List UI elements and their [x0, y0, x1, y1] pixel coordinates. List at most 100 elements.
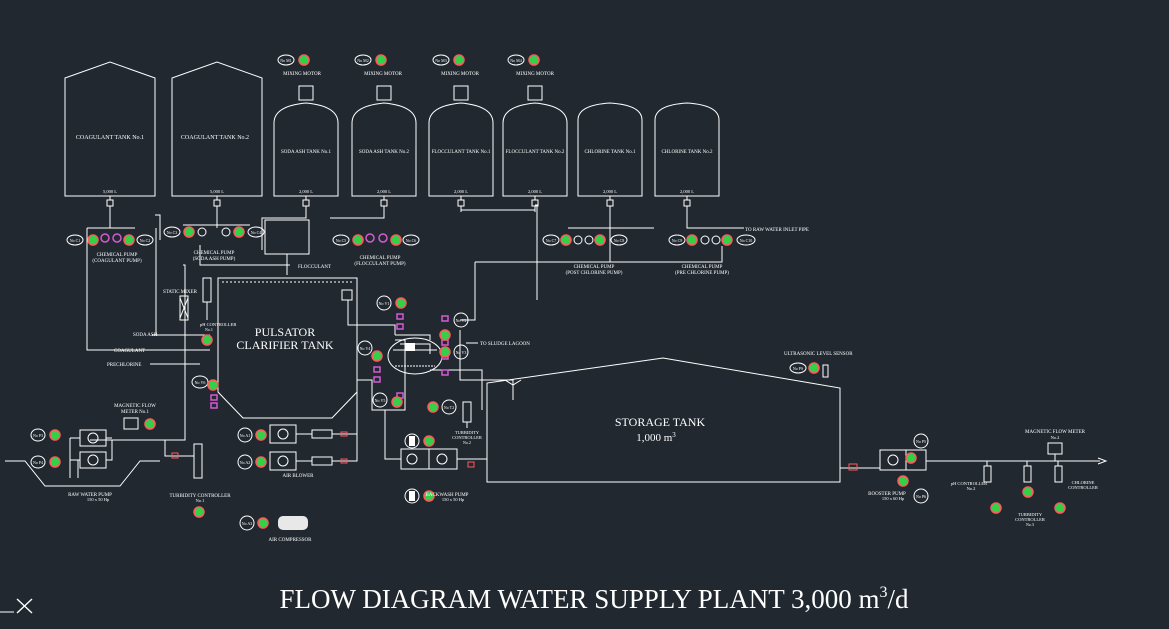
pre-pump-icon-b [711, 235, 721, 245]
flocculant-tank-2-capacity: 2,000 L [528, 189, 542, 195]
v3-status-icon [439, 346, 451, 358]
storage-tank: STORAGE TANK 1,000 m3 [486, 357, 841, 483]
chlorine-tank-2-capacity: 2,000 L [680, 189, 694, 195]
raw-water-pump: No P3 No P4 RAW WATER PUMP 150 x 50 Hp [5, 428, 160, 502]
motor-1-label: MIXING MOTOR [283, 72, 321, 77]
flocculant-tank-2-label: FLOCCULANT TANK No.2 [506, 150, 565, 155]
sensor-status-icon [808, 362, 820, 374]
valve-tags: No V1 No V2 No V3 No V4 No V5 No V6 [191, 295, 469, 408]
coag-pump-label-1: CHEMICAL PUMP [97, 253, 138, 258]
motor-2-tag: No M2 [357, 58, 368, 63]
air-blower: No A1 No A2 AIR BLOWER [237, 380, 358, 479]
chlorine-tank-2-label: CHLORINE TANK No.2 [661, 150, 713, 155]
floc-pump-status-icon-b [390, 234, 402, 246]
pre-pump-icon-a [700, 235, 710, 245]
ph-2-label-a: pH CONTROLLER [951, 481, 987, 486]
a3-tag: No A3 [242, 521, 253, 526]
turb-1-no: No.1 [196, 498, 205, 503]
a1-tag: No A1 [240, 433, 251, 438]
motor-3-tag: No M3 [435, 58, 446, 63]
turb-3-label-b: CONTROLLER [1015, 517, 1045, 522]
v3-tag: No V3 [456, 350, 467, 355]
chlorine-tank-1-capacity: 2,000 L [603, 189, 617, 195]
output-line: pH CONTROLLER No.2 TURBIDITY CONTROLLER … [926, 430, 1108, 527]
soda-ash-line-label: SODA ASH [133, 333, 158, 338]
mag-flow-1-label-b: METER No.1 [121, 410, 150, 415]
motor-2-status-icon [375, 54, 387, 66]
prechlorine-line-label: PRECHLORINE [107, 363, 141, 368]
p6-tag: No P6 [916, 494, 926, 499]
coag-pump-tag-b: No C2 [140, 238, 151, 243]
coag-valve-icon-a [100, 233, 110, 243]
post-pump-status-icon-a [560, 234, 572, 246]
air-compressor-label: AIR COMPRESSOR [269, 538, 313, 543]
mag-flow-2-label-b: No.2 [1051, 435, 1060, 440]
motor-4-label: MIXING MOTOR [516, 72, 554, 77]
dosing-lines [150, 334, 200, 365]
ph-2-status-icon [990, 502, 1002, 514]
floc-pump-label-2: (FLOCCULANT PUMP) [354, 262, 405, 267]
v5-status-icon [391, 396, 403, 408]
v4-status-icon [371, 350, 383, 362]
post-pump-label-2: (POST CHLORINE PUMP) [566, 271, 623, 276]
flocculant-tank-1-capacity: 2,000 L [454, 189, 468, 195]
floc-pump-label-1: CHEMICAL PUMP [360, 256, 401, 261]
soda-pump-label-2: (SODA ASH PUMP) [193, 257, 236, 262]
coag-pump-label-2: (COAGULANT PUMP) [92, 259, 142, 264]
soda-ash-tank-2: SODA ASH TANK No.2 2,000 L [351, 85, 417, 197]
coagulant-tank-2: COAGULANT TANK No.2 5,000 L [171, 61, 263, 197]
motor-1-status-icon [298, 54, 310, 66]
mag-flow-meter-1: MAGNETIC FLOW METER No.1 [114, 404, 156, 430]
turb-2-label-b: CONTROLLER [452, 435, 482, 440]
mixing-motor-4: No M4 MIXING MOTOR [507, 54, 555, 77]
motor-3-label: MIXING MOTOR [441, 72, 479, 77]
motor-4-tag: No M4 [510, 58, 521, 63]
v6-tag: No V6 [195, 380, 206, 385]
filter-unit [387, 337, 443, 375]
raw-pump-label: RAW WATER PUMP [68, 493, 112, 498]
raw-pump-spec: 150 x 50 Hp [87, 497, 110, 502]
post-pump-tag-b: No C8 [614, 238, 625, 243]
turb-1-status-icon [193, 506, 205, 518]
booster-pump: No P5 No P6 BOOSTER PUMP 150 x 60 Hp [840, 433, 929, 504]
post-pump-label-1: CHEMICAL PUMP [574, 265, 615, 270]
booster-spec: 150 x 60 Hp [882, 496, 905, 501]
turb-2-no: No.2 [463, 440, 471, 445]
p3-status-icon [49, 429, 61, 441]
backwash-spec: 150 x 50 Hp [442, 497, 465, 502]
mixing-motor-2: No M2 MIXING MOTOR [354, 54, 403, 77]
a2-tag: No A2 [240, 460, 251, 465]
air-compressor-icon [278, 516, 308, 530]
soda-ash-tank-2-capacity: 2,000 L [377, 189, 391, 195]
to-raw-water-label: TO RAW WATER INLET PIPE [745, 228, 809, 233]
backwash-status-icon-1 [423, 435, 435, 447]
ultrasonic-sensor: ULTRASONIC LEVEL SENSOR No PS [784, 352, 853, 378]
mag-flow-2-label-a: MAGNETIC FLOW METER [1025, 430, 1086, 435]
coag-pump-status-icon-a [87, 234, 99, 246]
booster-label: BOOSTER PUMP [868, 492, 906, 497]
chlorine-tank-2: CHLORINE TANK No.2 2,000 L [654, 102, 720, 197]
air-blower-label: AIR BLOWER [283, 474, 315, 479]
mag-flow-1-status-icon [144, 418, 156, 430]
coagulant-line-label: COAGULANT [114, 349, 145, 354]
pre-pump-tag-b: No C10 [740, 238, 753, 243]
close-icon[interactable] [0, 598, 33, 614]
v2-tag: No V2 [456, 318, 467, 323]
coagulant-tank-1: COAGULANT TANK No.1 5,000 L [64, 61, 156, 197]
flocculant-label: FLOCCULANT [298, 265, 331, 270]
chl-ctrl-label-a: CHLORINE [1072, 480, 1095, 485]
soda-pump-icon-a [197, 227, 207, 237]
soda-pump-label-1: CHEMICAL PUMP [194, 251, 235, 256]
flocculant-tank-1: FLOCCULANT TANK No.1 2,000 L [428, 85, 494, 197]
flocculant-tank-1-label: FLOCCULANT TANK No.1 [432, 150, 491, 155]
pre-pump-status-icon-a [686, 234, 698, 246]
pre-chlorine-pump-group: No C9 No C10 CHEMICAL PUMP (PRE CHLORINE… [668, 234, 756, 276]
air-compressor: No A3 AIR COMPRESSOR [239, 515, 313, 543]
floc-valve-icon-b [378, 233, 388, 243]
pre-pump-tag-a: No C9 [672, 238, 683, 243]
coag-pump-tag-a: No C1 [70, 238, 81, 243]
pre-pump-status-icon-b [721, 234, 733, 246]
v2-status-icon [439, 329, 451, 341]
flocculant-dosing-box: FLOCCULANT [264, 219, 331, 275]
